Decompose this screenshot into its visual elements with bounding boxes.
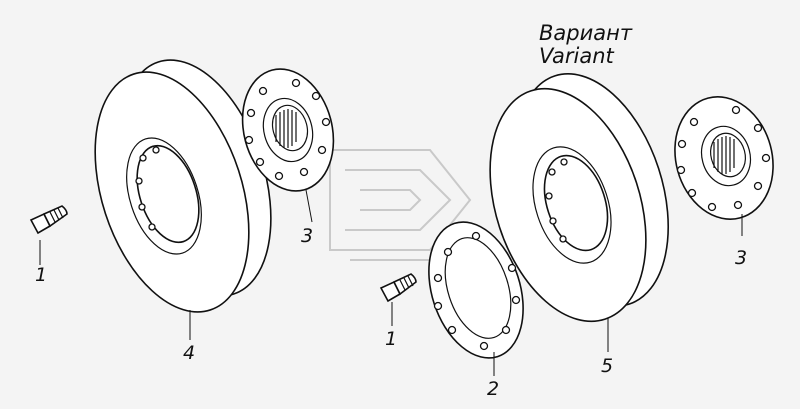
- damper-pulley-5: [489, 73, 670, 323]
- variant-label-en: Variant: [539, 44, 615, 68]
- bolt-1-left: [29, 205, 68, 235]
- callout-hub-right: 3: [735, 247, 747, 269]
- callout-ring-2: 2: [487, 378, 499, 400]
- damper-pulley-4: [94, 59, 272, 313]
- callout-damper-5: 5: [601, 355, 613, 377]
- callout-bolt-left: 1: [35, 264, 47, 286]
- callout-hub-left: 3: [301, 225, 313, 247]
- variant-label-ru: Вариант: [539, 21, 633, 45]
- callout-bolt-right: 1: [385, 328, 397, 350]
- leader-hub-left: [305, 189, 313, 223]
- hub-flange-3-right: [674, 96, 774, 220]
- hub-flange-3-left: [241, 68, 335, 192]
- ring-2: [428, 221, 524, 359]
- callout-damper-4: 4: [183, 342, 195, 364]
- bolt-1-right: [379, 273, 417, 303]
